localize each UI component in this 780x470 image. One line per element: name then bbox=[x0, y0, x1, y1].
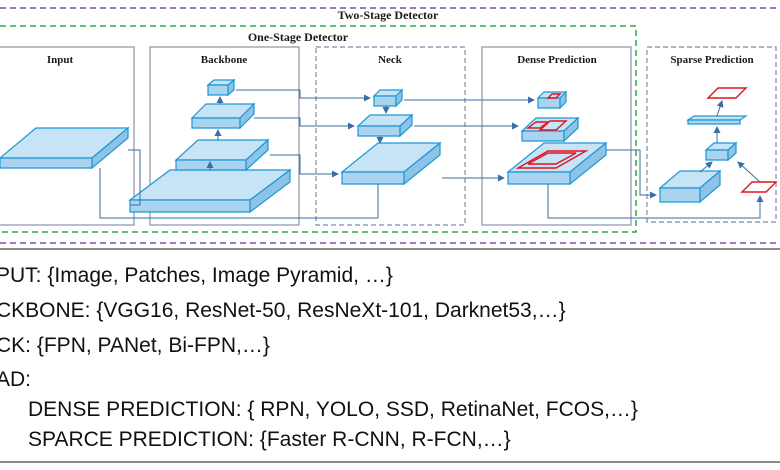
component-list: PUT: {Image, Patches, Image Pyramid, …} … bbox=[0, 248, 780, 470]
dense-arrows bbox=[404, 96, 535, 182]
sparse-boxes bbox=[706, 87, 778, 193]
list-neck: CK: {FPN, PANet, Bi-FPN,…} bbox=[0, 334, 270, 357]
sparse-fc-layer bbox=[686, 115, 748, 125]
neck-level-3 bbox=[372, 88, 404, 108]
backbone-arrows bbox=[128, 96, 224, 206]
dense-level-1 bbox=[506, 141, 608, 186]
list-input: PUT: {Image, Patches, Image Pyramid, …} bbox=[0, 264, 393, 287]
sparse-feature-block bbox=[658, 169, 722, 204]
neck-level-2 bbox=[356, 113, 414, 138]
sparse-prediction-panel bbox=[646, 46, 777, 223]
sparse-arrows bbox=[547, 100, 764, 219]
list-sparse-prediction: SPARCE PREDICTION: {Faster R-CNN, R-FCN,… bbox=[28, 428, 511, 451]
neck-panel-title: Neck bbox=[378, 54, 403, 66]
input-panel-title: Input bbox=[47, 54, 74, 66]
two-stage-title: Two-Stage Detector bbox=[338, 8, 439, 22]
backbone-level-3 bbox=[190, 102, 256, 130]
list-dense-prediction: DENSE PREDICTION: { RPN, YOLO, SSD, Reti… bbox=[28, 398, 638, 421]
dense-prediction-boxes bbox=[515, 93, 589, 169]
sparse-prediction-panel-title: Sparse Prediction bbox=[670, 54, 753, 66]
one-stage-title: One-Stage Detector bbox=[248, 30, 349, 44]
list-backbone: CKBONE: {VGG16, ResNet-50, ResNeXt-101, … bbox=[0, 299, 566, 322]
list-head: AD: bbox=[0, 368, 32, 391]
backbone-panel bbox=[149, 46, 300, 226]
backbone-level-4 bbox=[206, 78, 236, 97]
neck-panel bbox=[315, 46, 466, 226]
neck-level-1 bbox=[340, 141, 442, 186]
backbone-panel-title: Backbone bbox=[201, 54, 248, 66]
neck-arrows bbox=[236, 89, 390, 218]
two-stage-frame: Two-Stage Detector bbox=[0, 7, 780, 244]
backbone-level-2 bbox=[174, 138, 270, 172]
backbone-level-1 bbox=[128, 168, 292, 214]
one-stage-frame: One-Stage Detector bbox=[0, 25, 637, 233]
input-image-block bbox=[0, 126, 130, 170]
dense-prediction-panel bbox=[481, 46, 632, 226]
input-panel bbox=[0, 46, 135, 226]
dense-prediction-panel-title: Dense Prediction bbox=[517, 54, 597, 66]
skip-connection-lines bbox=[99, 168, 378, 219]
sparse-roi-block bbox=[704, 141, 738, 162]
